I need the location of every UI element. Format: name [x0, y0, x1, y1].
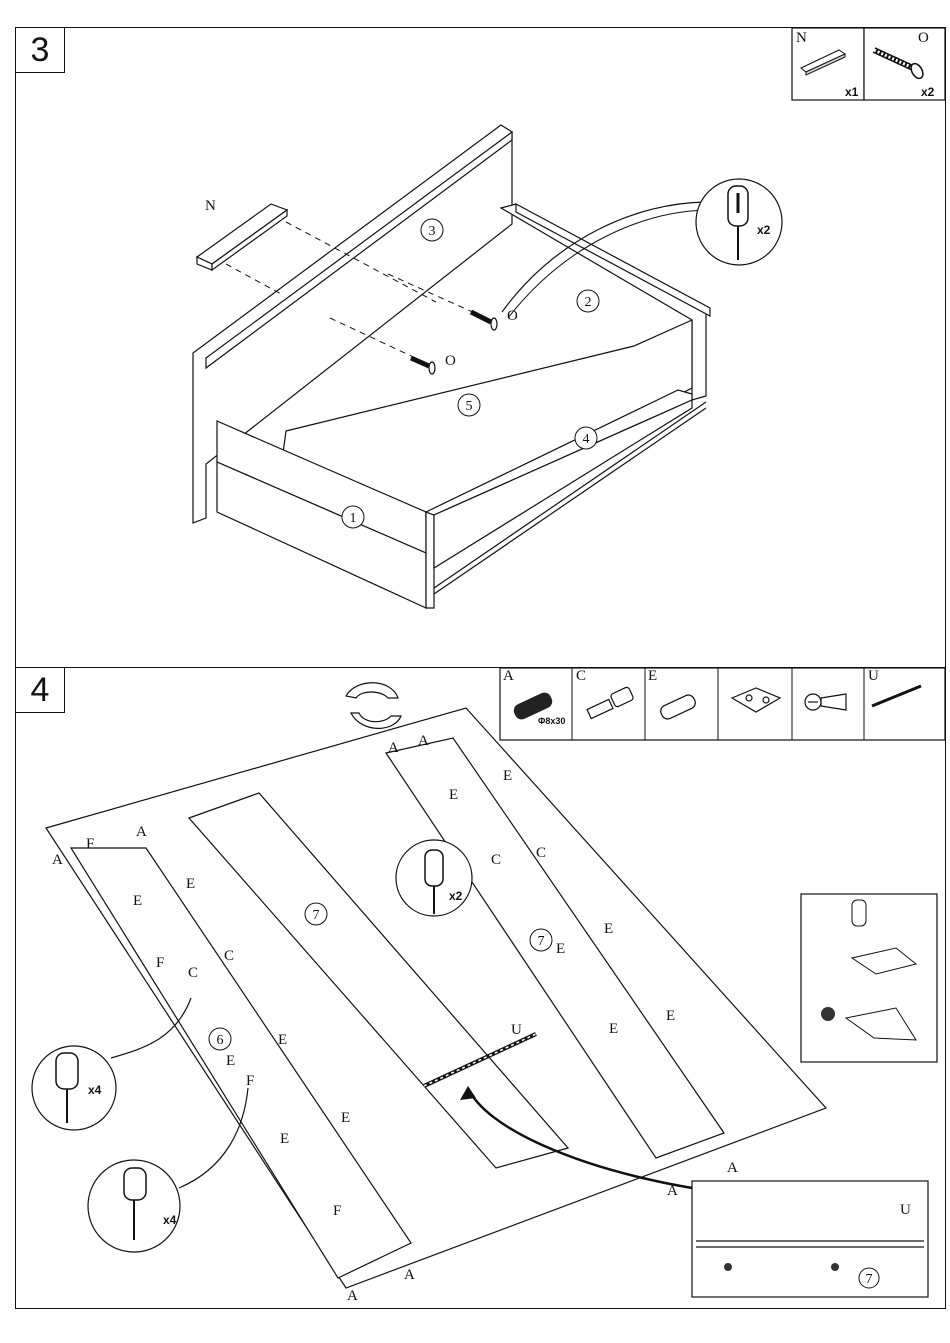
label-e: E — [556, 941, 565, 957]
screw-o-lower — [411, 358, 435, 374]
label-c: C — [188, 965, 198, 981]
part-o-qty: x2 — [921, 85, 935, 99]
label-a: A — [667, 1183, 678, 1199]
svg-text:6: 6 — [217, 1033, 224, 1048]
label-a: A — [388, 740, 399, 756]
part-n-label: N — [205, 198, 216, 214]
label-f: F — [86, 836, 94, 852]
label-c: C — [491, 852, 501, 868]
part-c-letter: C — [576, 668, 586, 684]
panel-number-3: 3 — [421, 219, 443, 241]
part-a-letter: A — [503, 668, 514, 684]
hinge-plate-icon — [821, 1007, 835, 1021]
screwdriver-qty: x4 — [163, 1213, 177, 1227]
flip-arrow-icon — [346, 683, 401, 729]
label-a: A — [52, 852, 63, 868]
panel-number-7-right: 7 — [530, 929, 552, 951]
step-4-illustration: A Φ8x30 C E — [16, 668, 945, 1307]
label-e: E — [449, 787, 458, 803]
step-3-illustration: N x1 O x2 — [16, 28, 945, 667]
label-f: F — [333, 1203, 341, 1219]
panel-number-2: 2 — [577, 290, 599, 312]
label-e: E — [666, 1008, 675, 1024]
label-a: A — [727, 1160, 738, 1176]
screwdriver-qty: x2 — [449, 889, 463, 903]
hinge-inset — [801, 894, 937, 1062]
label-c: C — [224, 948, 234, 964]
label-f: F — [246, 1073, 254, 1089]
label-e: E — [604, 921, 613, 937]
label-a: A — [404, 1267, 415, 1283]
part-e-letter: E — [648, 668, 657, 684]
part-n-letter: N — [796, 30, 807, 46]
label-e: E — [503, 768, 512, 784]
runner-inset: U 7 — [692, 1181, 928, 1297]
label-e: E — [341, 1110, 350, 1126]
svg-text:4: 4 — [583, 432, 590, 447]
label-f: F — [156, 955, 164, 971]
screw-o-lower-label: O — [445, 353, 456, 369]
panel-number-5: 5 — [458, 394, 480, 416]
svg-text:1: 1 — [350, 511, 357, 526]
screwdriver-callout: x2 — [696, 179, 782, 265]
panel-number-1: 1 — [342, 506, 364, 528]
part-n-qty: x1 — [845, 85, 859, 99]
label-e: E — [280, 1131, 289, 1147]
label-e: E — [133, 893, 142, 909]
label-e: E — [226, 1053, 235, 1069]
panel-number-4: 4 — [575, 427, 597, 449]
svg-text:7: 7 — [538, 934, 545, 949]
part-a-caption: Φ8x30 — [538, 716, 565, 726]
svg-text:2: 2 — [585, 295, 592, 310]
label-e: E — [609, 1021, 618, 1037]
screwdriver-icon — [56, 1053, 78, 1089]
screwdriver-callout-x2: x2 — [396, 840, 472, 916]
parts-strip-step4: A Φ8x30 C E — [500, 668, 945, 740]
label-a: A — [418, 733, 429, 749]
part-o-letter: O — [918, 30, 929, 46]
label-e: E — [186, 876, 195, 892]
screwdriver-icon — [124, 1168, 146, 1200]
label-e: E — [278, 1032, 287, 1048]
screwdriver-qty: x2 — [757, 223, 771, 237]
svg-text:7: 7 — [313, 908, 320, 923]
label-c: C — [536, 845, 546, 861]
screw-o-upper-label: O — [507, 308, 518, 324]
screwdriver-icon — [852, 900, 866, 926]
panel-number-6: 6 — [209, 1028, 231, 1050]
step-4-panel: 4 A Φ8x30 C E — [15, 668, 946, 1309]
runner-u-label: U — [511, 1022, 522, 1038]
part-u-letter: U — [868, 668, 879, 684]
screwdriver-callout-x4-lower: x4 — [88, 1160, 180, 1252]
parts-box-step3: N x1 O x2 — [792, 28, 945, 100]
screwdriver-callout-x4-upper: x4 — [32, 1046, 116, 1130]
step-3-panel: 3 N x1 O x2 — [15, 27, 946, 668]
label-a: A — [136, 824, 147, 840]
inset-u-label: U — [900, 1202, 911, 1218]
svg-text:3: 3 — [429, 224, 436, 239]
screwdriver-qty: x4 — [88, 1083, 102, 1097]
label-a: A — [347, 1288, 358, 1304]
screwdriver-icon — [425, 850, 443, 886]
screw-o-upper — [471, 312, 497, 330]
inset-panel-number: 7 — [866, 1272, 873, 1287]
panel-number-7-left: 7 — [305, 903, 327, 925]
svg-text:5: 5 — [466, 399, 473, 414]
